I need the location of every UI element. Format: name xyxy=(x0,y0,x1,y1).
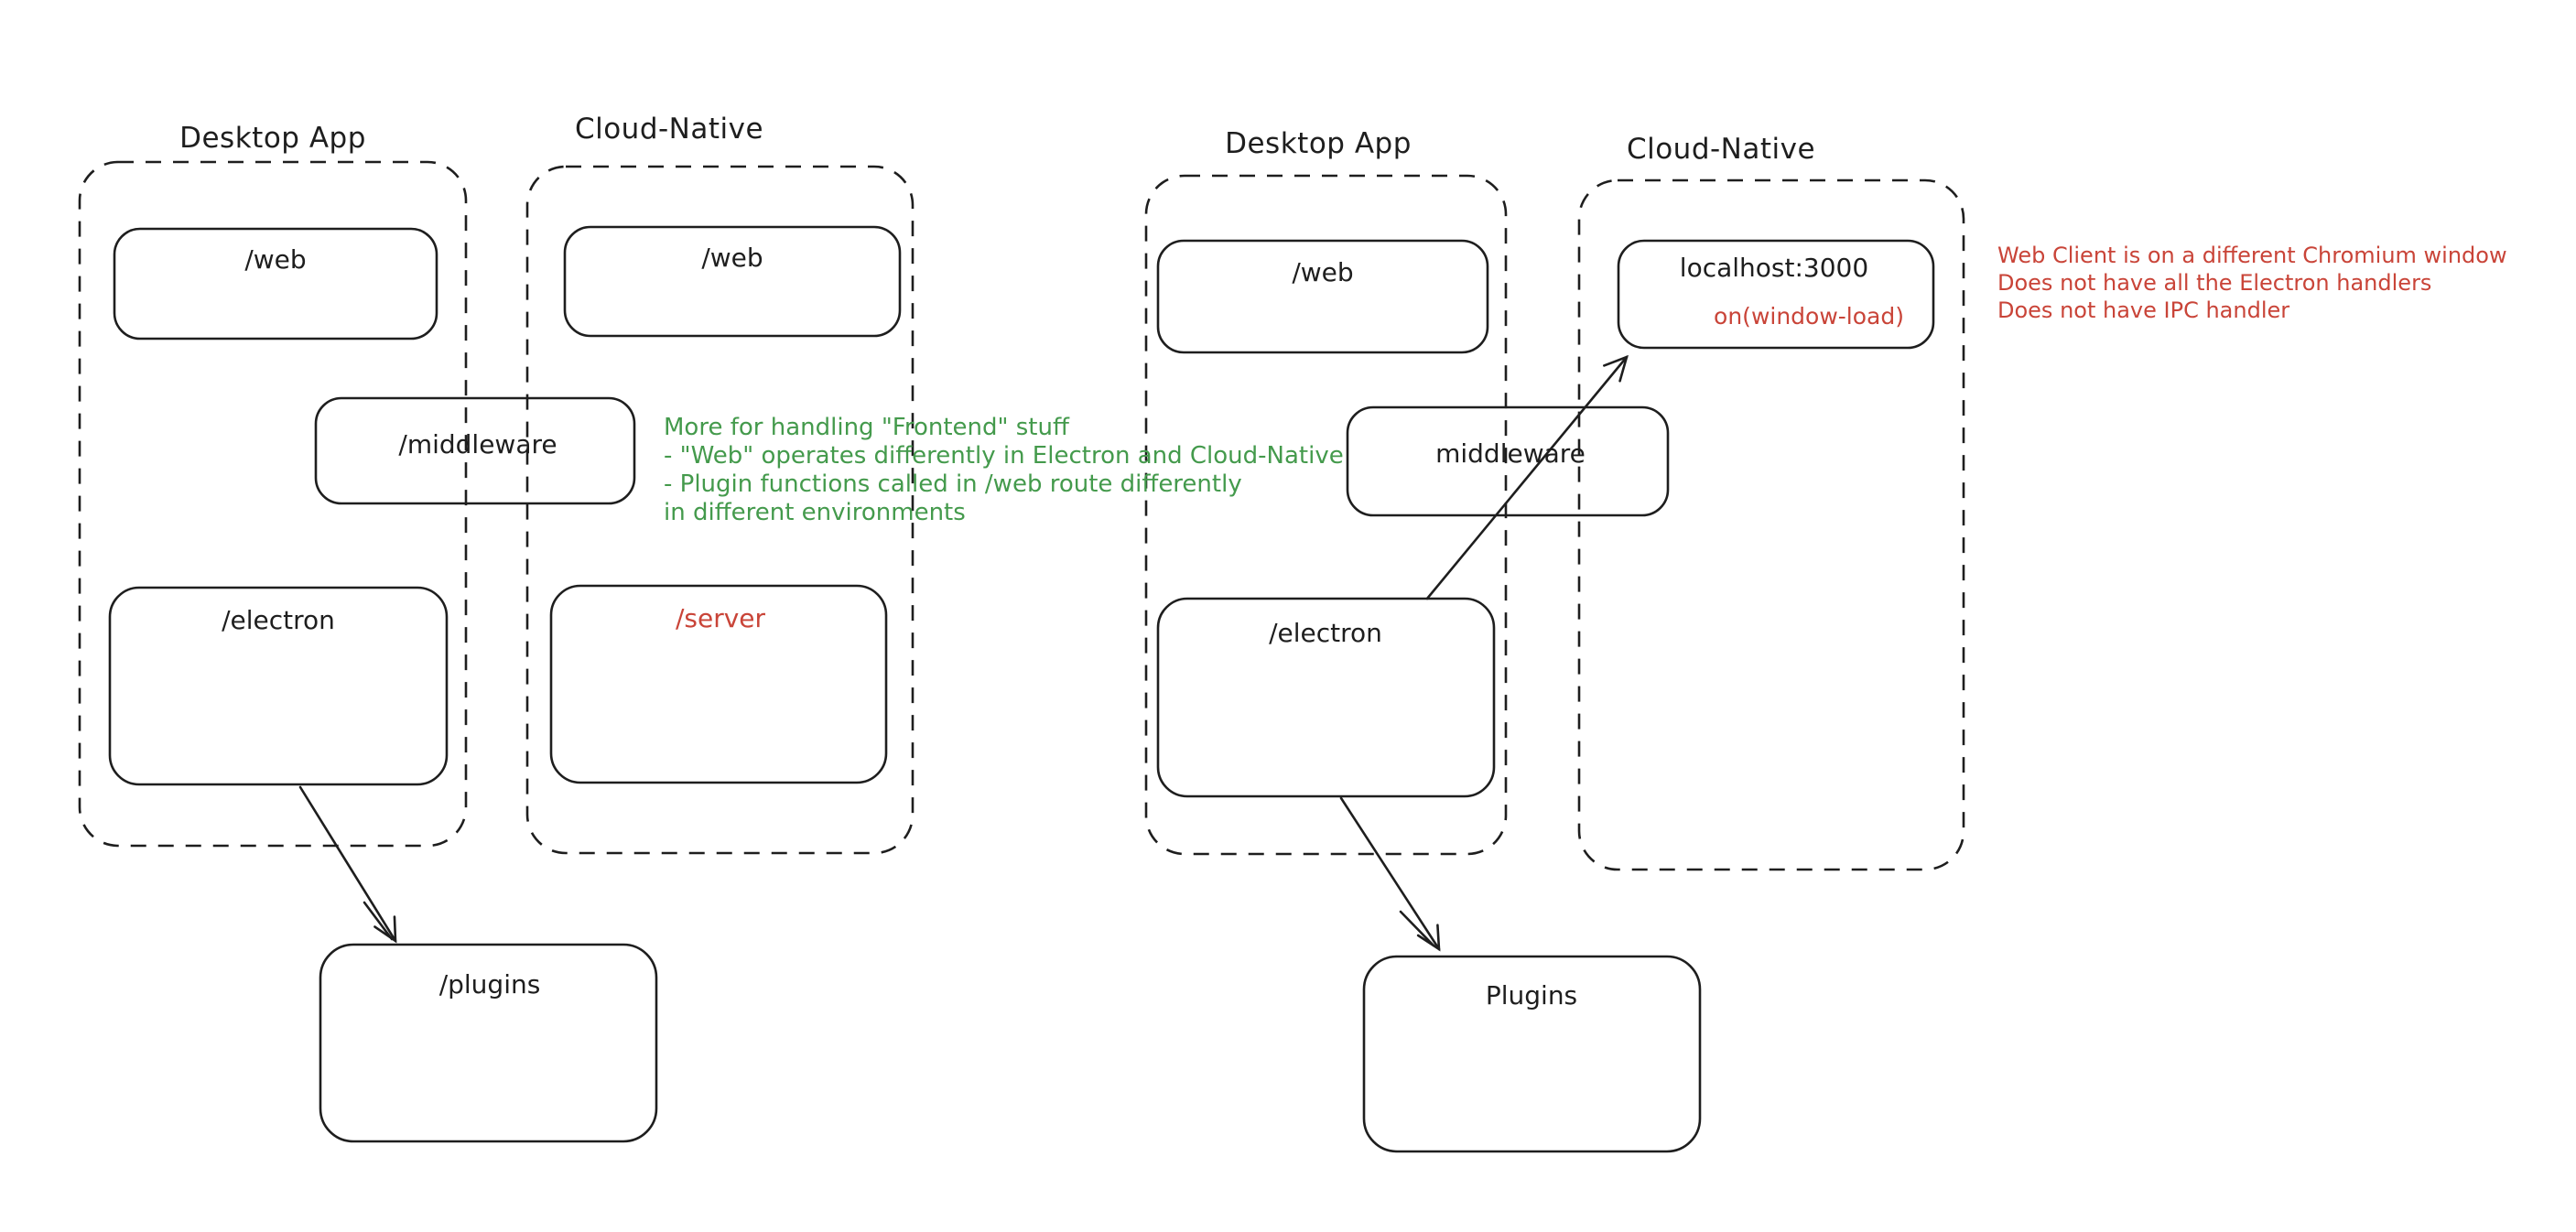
middleware-box-right xyxy=(1346,405,1670,517)
desktop-app-container-left xyxy=(78,160,468,848)
web-label-right: /web xyxy=(1292,257,1354,287)
green-note-line: More for handling "Frontend" stuff xyxy=(664,414,1069,441)
middleware-box-left xyxy=(314,396,636,505)
desktop-app-label-right: Desktop App xyxy=(1225,127,1412,160)
electron-label-right: /electron xyxy=(1269,618,1382,648)
red-note-line: Does not have all the Electron handlers xyxy=(1997,270,2432,296)
middleware-label-left: /middleware xyxy=(398,429,557,459)
green-note-line: in different environments xyxy=(664,499,966,526)
arrow-electron-to-plugins-left xyxy=(298,785,397,944)
arrow-electron-to-localhost xyxy=(1425,354,1629,600)
green-annotation-note: More for handling "Frontend" stuff - "We… xyxy=(664,414,1344,527)
red-annotation-note: Web Client is on a different Chromium wi… xyxy=(1997,242,2507,324)
plugins-label-left: /plugins xyxy=(438,969,541,1000)
server-label: /server xyxy=(675,603,766,633)
localhost-box xyxy=(1617,239,1935,350)
arrow-electron-to-plugins-right xyxy=(1339,796,1441,952)
green-note-line: - "Web" operates differently in Electron… xyxy=(664,442,1344,470)
green-note-line: - Plugin functions called in /web route … xyxy=(664,470,1242,498)
web-box-left-cloud xyxy=(563,225,902,338)
red-note-line: Does not have IPC handler xyxy=(1997,297,2290,323)
plugins-label-right: Plugins xyxy=(1485,980,1578,1010)
electron-box-left xyxy=(108,586,449,786)
electron-box-right xyxy=(1156,597,1496,798)
localhost-label: localhost:3000 xyxy=(1679,253,1869,283)
web-box-right xyxy=(1156,239,1489,354)
web-label-left-cloud: /web xyxy=(701,243,763,273)
cloud-native-label-left: Cloud-Native xyxy=(574,113,764,146)
cloud-native-label-right: Cloud-Native xyxy=(1626,133,1816,166)
cloud-native-container-right xyxy=(1577,178,1965,871)
server-box xyxy=(549,584,888,784)
red-note-line: Web Client is on a different Chromium wi… xyxy=(1997,243,2507,268)
plugins-box-right xyxy=(1362,955,1702,1153)
desktop-app-label-left: Desktop App xyxy=(179,122,366,155)
web-label-left-desktop: /web xyxy=(244,244,307,275)
electron-label-left: /electron xyxy=(222,605,335,635)
web-box-left-desktop xyxy=(113,227,438,340)
arrow-sketch-stroke xyxy=(1399,910,1435,947)
on-window-load-label: on(window-load) xyxy=(1714,303,1904,330)
middleware-label-right: middleware xyxy=(1435,438,1586,469)
cloud-native-container-left xyxy=(525,165,915,855)
arrow-sketch-stroke xyxy=(363,901,394,941)
desktop-app-container-right xyxy=(1144,174,1508,856)
plugins-box-left xyxy=(319,943,658,1143)
